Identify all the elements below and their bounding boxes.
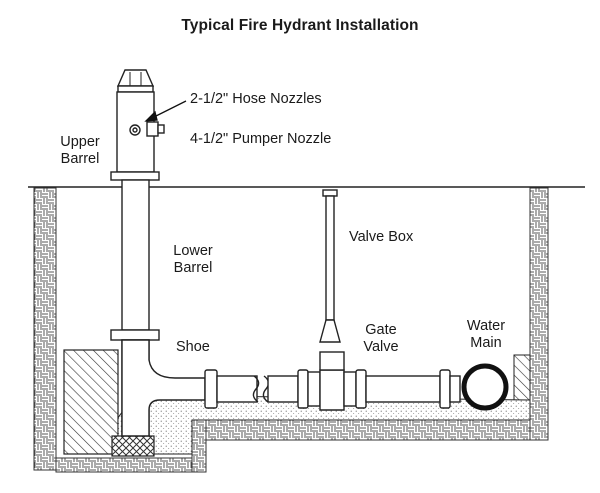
label-lower-barrel-line1: Lower xyxy=(173,243,213,259)
hose-nozzle-leader xyxy=(144,100,187,122)
upper-barrel xyxy=(110,69,165,181)
label-valve-box: Valve Box xyxy=(349,229,414,245)
diagram-title: Typical Fire Hydrant Installation xyxy=(181,17,419,34)
gate-valve xyxy=(307,351,367,411)
label-gate-valve-line2: Valve xyxy=(363,339,399,355)
label-lower-barrel: Lower Barrel xyxy=(164,243,222,277)
drain-block xyxy=(111,435,155,457)
label-gate-valve: Gate Valve xyxy=(356,322,406,356)
label-water-main-line1: Water xyxy=(466,318,506,334)
shoe xyxy=(121,339,206,437)
water-main xyxy=(461,363,509,411)
label-lower-barrel-line2: Barrel xyxy=(173,260,213,276)
valve-box xyxy=(319,189,341,343)
label-upper-barrel: Upper Barrel xyxy=(52,134,108,168)
thrust-block xyxy=(63,349,119,455)
lateral-pipe xyxy=(204,369,309,409)
label-shoe: Shoe xyxy=(176,339,210,355)
label-hose-nozzles: 2-1/2" Hose Nozzles xyxy=(190,91,322,107)
label-upper-barrel-line1: Upper xyxy=(60,134,100,150)
label-water-main: Water Main xyxy=(460,318,512,352)
label-upper-barrel-line2: Barrel xyxy=(60,151,100,167)
label-gate-valve-line1: Gate xyxy=(365,322,397,338)
label-pumper-nozzle: 4-1/2" Pumper Nozzle xyxy=(190,131,332,147)
main-pipe xyxy=(365,369,461,409)
label-water-main-line2: Main xyxy=(470,335,502,351)
